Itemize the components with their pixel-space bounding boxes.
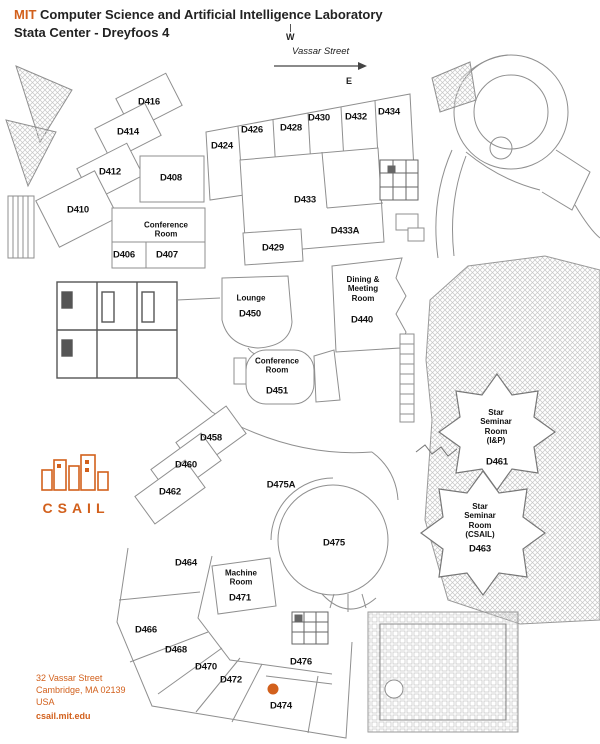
room-label-d410: D410 <box>67 204 89 216</box>
room-label-d463: D463 <box>469 543 491 555</box>
room-label-d450: D450 <box>239 308 261 320</box>
room-label-d475a: D475A <box>266 479 296 491</box>
mit-brand: MIT <box>14 7 37 22</box>
room-label-d440: D440 <box>351 314 373 326</box>
address-line-3: USA <box>36 697 55 707</box>
map-subtitle: Stata Center - Dreyfoos 4 <box>14 25 170 40</box>
csail-logo: CSAIL <box>34 452 118 516</box>
csail-wordmark: CSAIL <box>42 500 110 516</box>
room-label-d474: D474 <box>270 700 292 712</box>
room-label-d476: D476 <box>290 656 312 668</box>
room-label-d470: D470 <box>195 661 217 673</box>
room-label-d461: D461 <box>486 456 508 468</box>
room-label-machine-room: Machine Room <box>224 568 258 587</box>
room-label-d434: D434 <box>378 106 400 118</box>
room-label-dining-meeting-room: Dining & Meeting Room <box>346 274 380 303</box>
room-label-d472: D472 <box>220 674 242 686</box>
room-label-d462: D462 <box>159 486 181 498</box>
east-label: E <box>346 76 353 86</box>
room-label-conference-room: Conference Room <box>143 220 189 239</box>
room-label-d464: D464 <box>175 557 197 569</box>
address-block: 32 Vassar Street Cambridge, MA 02139 USA… <box>36 672 126 722</box>
compass: W Vassar Street E <box>268 24 378 92</box>
room-label-d414: D414 <box>117 126 139 138</box>
address-line-2: Cambridge, MA 02139 <box>36 685 126 695</box>
room-label-d426: D426 <box>241 124 263 136</box>
room-label-d429: D429 <box>262 242 284 254</box>
room-label-d406: D406 <box>113 249 135 261</box>
room-label-star-seminar-room-csail-: Star Seminar Room (CSAIL) <box>464 502 496 540</box>
room-label-d408: D408 <box>160 172 182 184</box>
room-label-d468: D468 <box>165 644 187 656</box>
room-label-d451: D451 <box>266 385 288 397</box>
lab-title-line: MIT Computer Science and Artificial Inte… <box>14 6 383 24</box>
room-label-d407: D407 <box>156 249 178 261</box>
street-name: Vassar Street <box>292 46 350 57</box>
address-line-1: 32 Vassar Street <box>36 673 103 683</box>
lab-title: Computer Science and Artificial Intellig… <box>36 7 383 22</box>
room-label-conference-room: Conference Room <box>254 356 300 375</box>
room-label-d412: D412 <box>99 166 121 178</box>
street-arrow-icon <box>274 62 367 70</box>
room-label-d460: D460 <box>175 459 197 471</box>
room-label-star-seminar-room-i-p-: Star Seminar Room (I&P) <box>480 408 512 446</box>
room-label-d433a: D433A <box>330 225 360 237</box>
csail-logo-icon <box>41 454 109 491</box>
page-title: MIT Computer Science and Artificial Inte… <box>14 6 383 42</box>
room-label-d433: D433 <box>294 194 316 206</box>
room-label-d475: D475 <box>323 537 345 549</box>
room-label-d424: D424 <box>211 140 233 152</box>
north-tick <box>290 24 291 32</box>
location-marker-dot <box>267 683 279 695</box>
room-label-d466: D466 <box>135 624 157 636</box>
room-label-d430: D430 <box>308 112 330 124</box>
room-label-d428: D428 <box>280 122 302 134</box>
website-link[interactable]: csail.mit.edu <box>36 711 91 721</box>
room-label-lounge: Lounge <box>236 293 266 303</box>
room-label-d458: D458 <box>200 432 222 444</box>
room-label-d471: D471 <box>229 592 251 604</box>
room-label-d432: D432 <box>345 111 367 123</box>
room-label-d416: D416 <box>138 96 160 108</box>
west-label: W <box>286 32 295 42</box>
